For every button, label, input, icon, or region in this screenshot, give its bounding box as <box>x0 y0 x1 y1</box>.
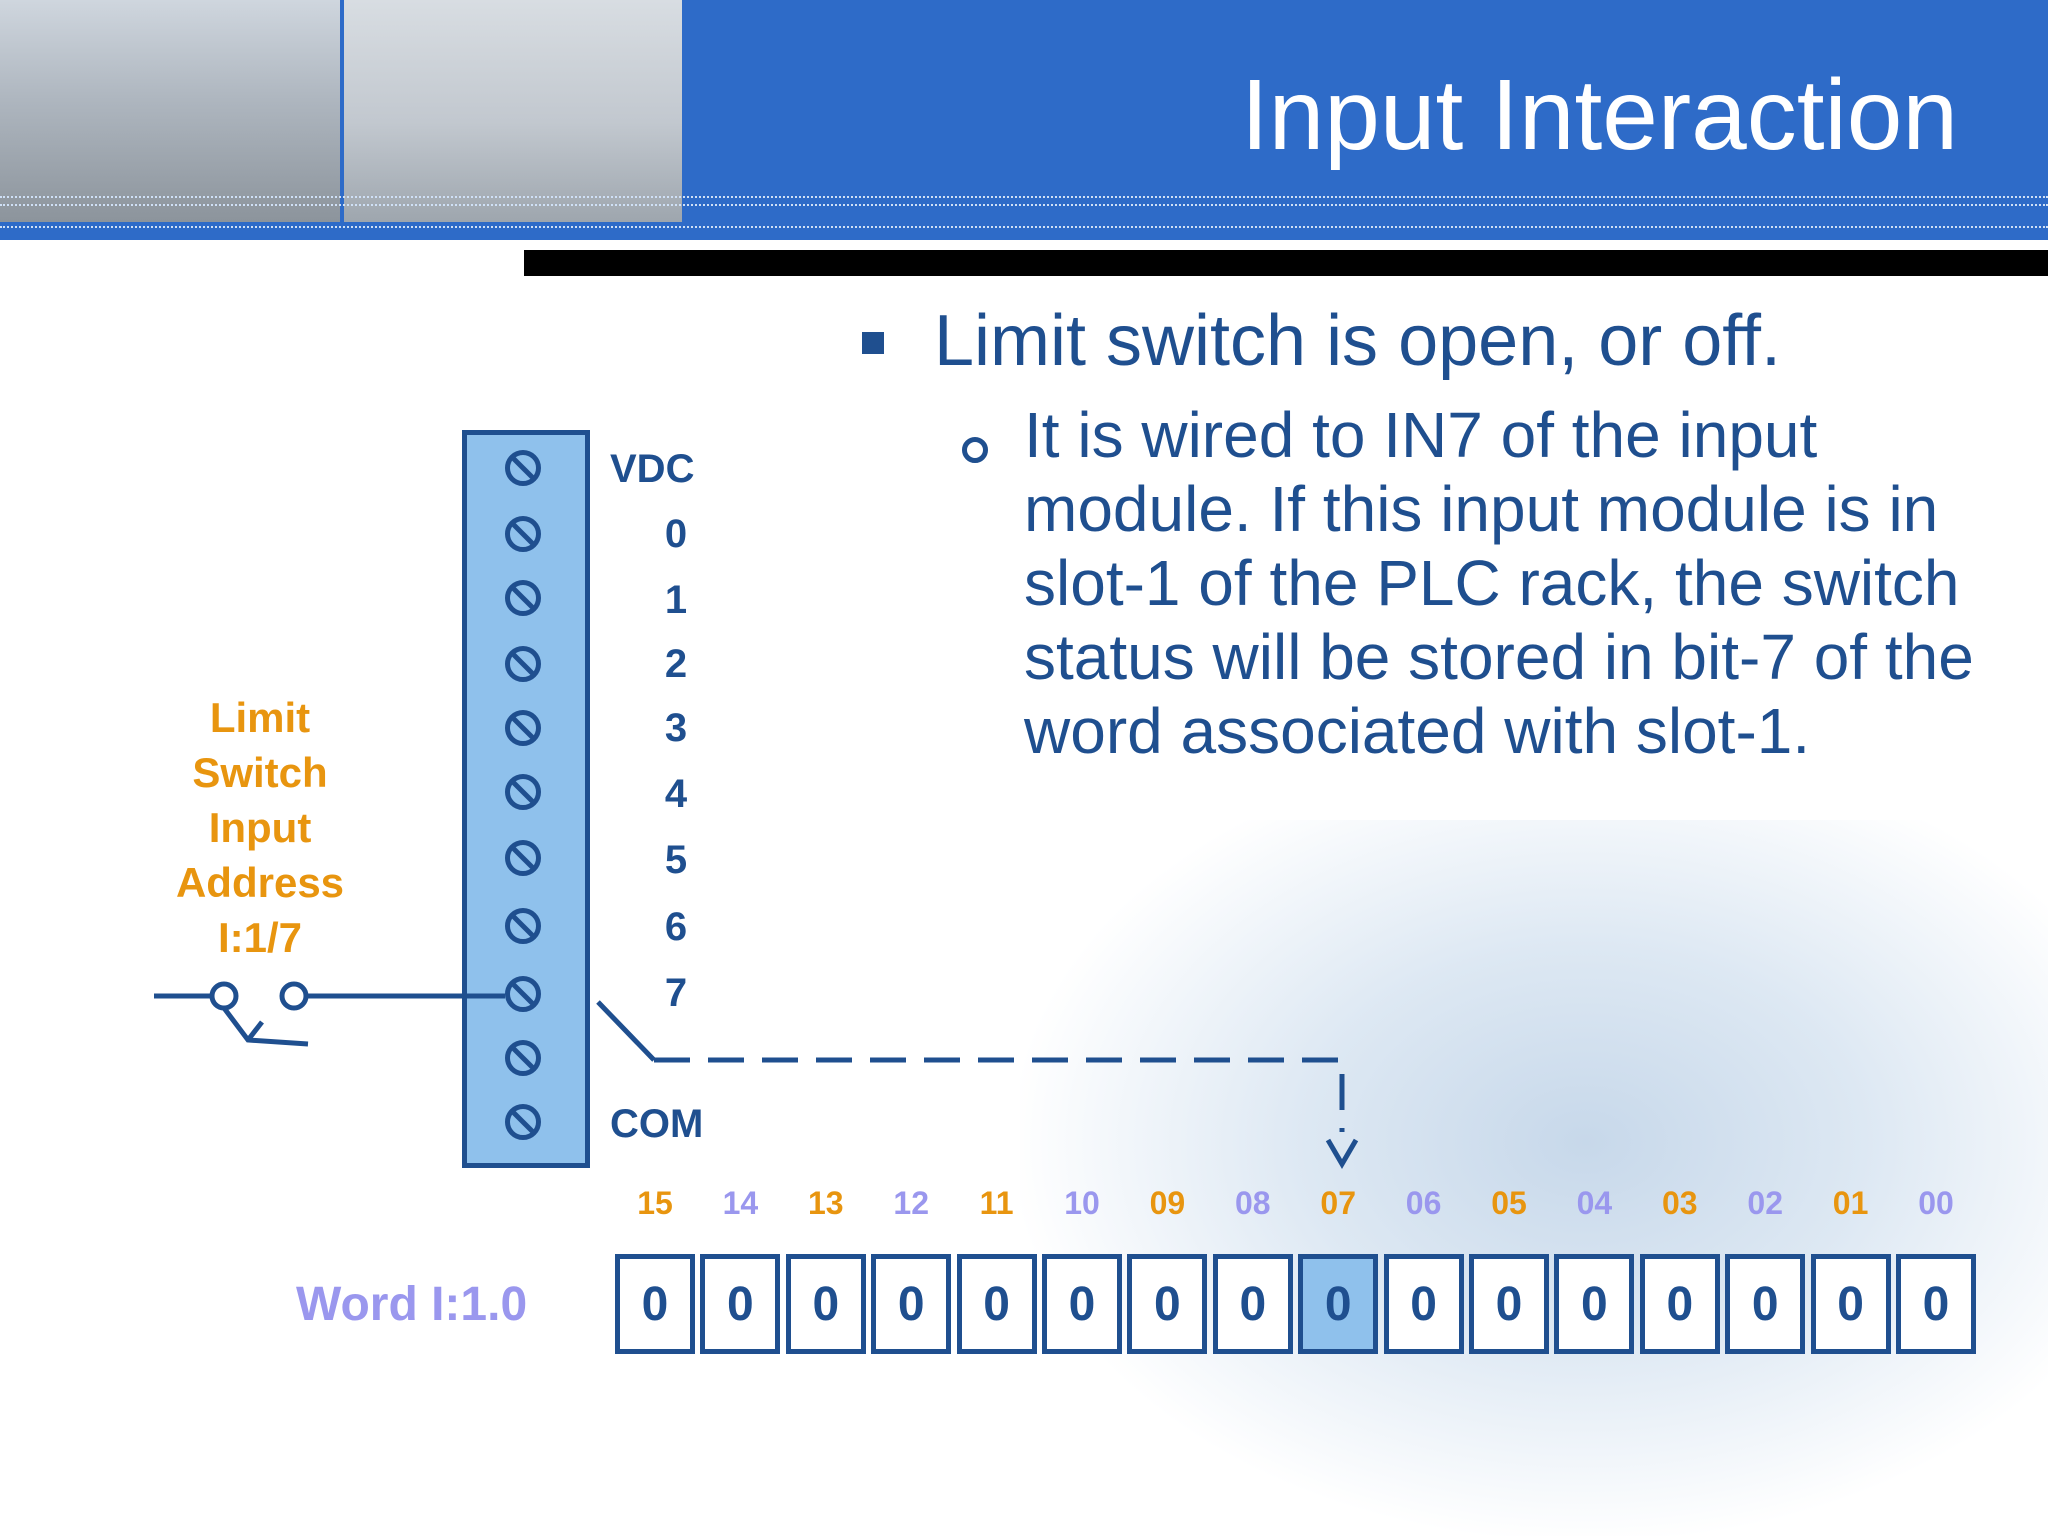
bullet-square-icon <box>862 332 884 354</box>
bit-cell: 0 <box>1042 1254 1122 1354</box>
label-line: Limit <box>209 694 311 741</box>
limit-switch-address-label: Limit Switch Input Address I:1/7 <box>150 690 370 965</box>
limit-switch-actuator <box>222 1006 309 1047</box>
slide-title: Input Interaction <box>1240 59 1958 171</box>
terminal-screw-icon <box>505 646 541 682</box>
terminal-label: 5 <box>664 838 688 882</box>
header-dotted-line <box>0 204 2048 206</box>
terminal-label: 2 <box>664 642 688 686</box>
bit-number-label: 15 <box>637 1185 673 1221</box>
terminal-label: 0 <box>664 512 688 556</box>
main-bullet-text: Limit switch is open, or off. <box>934 301 1782 381</box>
bit-number-label: 11 <box>979 1185 1014 1221</box>
bit-number-label: 14 <box>722 1185 759 1221</box>
bit-cell: 0 <box>956 1254 1037 1354</box>
header-band <box>0 0 2048 240</box>
bit-cell: 0 <box>615 1254 695 1354</box>
plc-hardware-photo-left <box>0 0 340 222</box>
bit-cell: 0 <box>1298 1254 1379 1354</box>
terminal-screw-icon <box>505 516 541 552</box>
bit-cell: 0 <box>1383 1254 1464 1354</box>
terminal-screw-icon <box>505 840 541 876</box>
bit-number-label: 01 <box>1832 1185 1869 1221</box>
bit-cell: 0 <box>1639 1254 1720 1354</box>
word-address-label: Word I:1.0 <box>296 1278 528 1331</box>
label-line: Switch <box>192 749 328 796</box>
switch-contact-left <box>209 981 239 1011</box>
dashed-signal-path <box>654 1057 1345 1132</box>
bit-number-label: 05 <box>1491 1185 1527 1221</box>
internal-connection-line <box>596 1000 656 1062</box>
header-gap <box>0 240 524 252</box>
bit-cell: 0 <box>785 1254 866 1354</box>
bit-number-label: 08 <box>1235 1185 1271 1221</box>
terminal-label: 7 <box>664 971 688 1015</box>
bit-cell: 0 <box>700 1254 781 1354</box>
switch-contact-right <box>279 981 309 1011</box>
background-watermark <box>1020 820 2048 1536</box>
terminal-screw-icon <box>505 908 541 944</box>
terminal-screw-icon <box>505 1104 541 1140</box>
terminal-label: COM <box>610 1102 704 1146</box>
arrow-down-icon <box>1325 1138 1359 1169</box>
bit-number-label: 13 <box>808 1185 844 1221</box>
bit-number-label: 00 <box>1918 1185 1954 1221</box>
terminal-label: 3 <box>664 706 688 750</box>
bit-number-label: 03 <box>1662 1185 1698 1221</box>
terminal-screw-icon <box>505 1040 541 1076</box>
bit-number-label: 04 <box>1576 1185 1613 1221</box>
terminal-screw-icon <box>505 580 541 616</box>
bit-cell: 0 <box>1725 1254 1806 1354</box>
bit-number-label: 09 <box>1149 1185 1186 1221</box>
sub-bullet-text: It is wired to IN7 of the input module. … <box>1024 399 1974 767</box>
bullet-circle-icon <box>962 437 988 463</box>
label-line: I:1/7 <box>217 914 303 961</box>
bit-cell: 0 <box>1810 1254 1891 1354</box>
terminal-screw-icon <box>505 774 541 810</box>
bit-cell: 0 <box>1212 1254 1293 1354</box>
bit-cell: 0 <box>1896 1254 1976 1354</box>
label-line: Address <box>175 859 345 906</box>
bit-number-label: 10 <box>1064 1185 1100 1221</box>
bit-cell: 0 <box>1469 1254 1549 1354</box>
bit-number-label: 12 <box>893 1185 929 1221</box>
header-dotted-line <box>0 226 2048 228</box>
header-black-bar <box>524 250 2048 276</box>
terminal-label: VDC <box>610 447 695 491</box>
bit-number-label: 07 <box>1320 1185 1356 1221</box>
terminal-screw-icon <box>505 976 541 1012</box>
header-dotted-line <box>0 196 2048 198</box>
bit-number-label: 06 <box>1405 1185 1442 1221</box>
terminal-label: 4 <box>664 772 688 816</box>
terminal-screw-icon <box>505 450 541 486</box>
plc-hardware-photo-right <box>344 0 682 222</box>
terminal-screw-icon <box>505 710 541 746</box>
bit-cell: 0 <box>871 1254 952 1354</box>
label-line: Input <box>208 804 312 851</box>
bit-cell: 0 <box>1554 1254 1635 1354</box>
bit-number-label: 02 <box>1747 1185 1783 1221</box>
bit-cell: 0 <box>1127 1254 1208 1354</box>
terminal-label: 1 <box>664 578 688 622</box>
terminal-label: 6 <box>664 905 688 949</box>
